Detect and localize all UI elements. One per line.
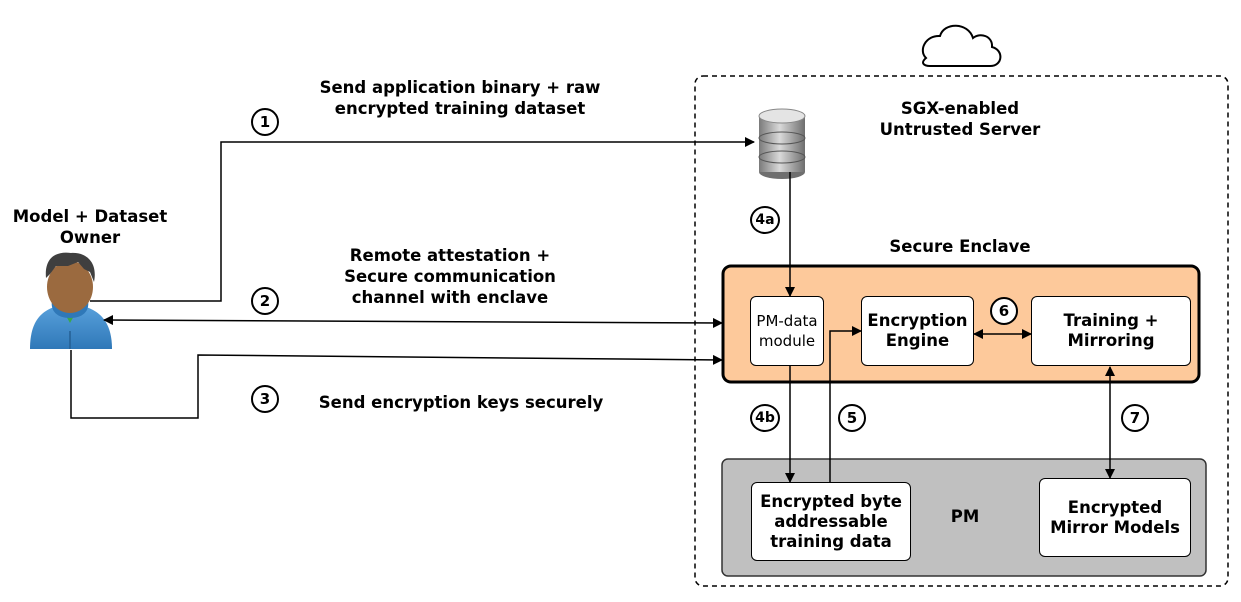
arrow-step-3 xyxy=(70,350,723,419)
step-4b-marker: 4b xyxy=(750,404,780,432)
owner-label: Model + Dataset Owner xyxy=(12,207,168,247)
step-3-marker: 3 xyxy=(251,385,279,413)
database-icon xyxy=(758,108,806,179)
step-1-marker: 1 xyxy=(251,108,279,136)
step-4a-marker: 4a xyxy=(750,206,780,234)
step-2-marker: 2 xyxy=(251,287,279,315)
pm-label: PM xyxy=(950,507,980,526)
encryption-engine-box: Encryption Engine xyxy=(861,296,974,366)
pm-data-module-box: PM-data module xyxy=(750,296,824,366)
arrow-step-2 xyxy=(103,315,723,328)
step-1-label: Send application binary + raw encrypted … xyxy=(319,78,601,118)
encrypted-training-data-box: Encrypted byte addressable training data xyxy=(751,482,911,561)
step-6-marker: 6 xyxy=(990,297,1018,325)
step-2-label: Remote attestation + Secure communicatio… xyxy=(344,246,556,307)
server-label: SGX-enabled Untrusted Server xyxy=(879,99,1041,139)
cloud-icon xyxy=(921,24,1002,67)
server-region xyxy=(694,75,1229,587)
step-5-marker: 5 xyxy=(838,404,866,432)
enclave-label: Secure Enclave xyxy=(889,237,1031,256)
user-avatar-icon xyxy=(30,252,112,349)
encrypted-mirror-models-box: Encrypted Mirror Models xyxy=(1039,478,1191,557)
step-3-label: Send encryption keys securely xyxy=(318,393,604,412)
step-7-marker: 7 xyxy=(1121,404,1149,432)
arrow-step-5 xyxy=(829,326,862,482)
arrow-step-1 xyxy=(90,137,755,302)
training-mirroring-box: Training + Mirroring xyxy=(1031,296,1191,366)
